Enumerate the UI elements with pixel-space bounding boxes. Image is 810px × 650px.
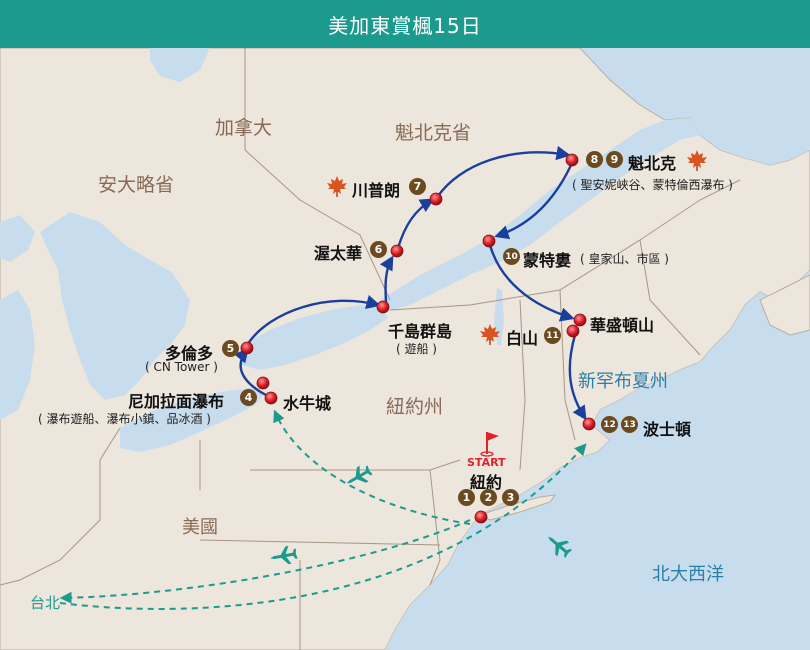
map-pin-icon [582,417,596,431]
day-badge-9: 9 [606,151,623,168]
label-atlantic: 北大西洋 [652,564,724,585]
day-badge-6: 6 [370,241,387,258]
label-new-york: 紐約 [470,473,503,492]
map-pin-icon [240,341,254,355]
map-pin-icon [474,510,488,524]
label-quebec-province: 魁北克省 [395,122,472,144]
start-flag-icon [480,432,499,457]
label-canada: 加拿大 [215,117,273,139]
label-new-hampshire: 新罕布夏州 [578,371,668,392]
day-badge-1: 1 [458,489,475,506]
label-ottawa: 渥太華 [314,244,363,263]
map-pin-icon [482,234,496,248]
label-start: START [467,456,506,469]
map-pin-icon [264,391,278,405]
map-pin-icon [256,376,270,390]
lake-superior [0,215,35,262]
label-boston: 波士頓 [643,420,692,439]
map-pins [240,153,596,524]
day-badge-10: 10 [503,248,520,265]
map-pin-icon [390,244,404,258]
day-badge-3: 3 [502,489,519,506]
label-usa: 美國 [182,517,218,538]
note-thousand-islands: ( 遊船 ) [396,342,437,356]
james-bay [150,48,210,82]
note-toronto: ( CN Tower ) [145,360,218,374]
note-montreal: ( 皇家山、市區 ) [580,252,669,266]
lake-champlain [494,288,504,345]
atlantic-ocean [385,270,810,650]
map-pin-icon [573,313,587,327]
lake-ontario [240,305,388,370]
label-mt-washington: 華盛頓山 [590,316,655,335]
label-montreal: 蒙特婁 [523,251,572,270]
day-badge-11: 11 [544,327,561,344]
label-mont-tremblant: 川普朗 [352,181,401,200]
label-thousand-islands: 千島群島 [388,322,453,341]
day-badge-2: 2 [480,489,497,506]
label-buffalo: 水牛城 [283,394,332,413]
nova-scotia [759,274,810,336]
label-newyork-state: 紐約州 [386,396,444,418]
page-title: 美加東賞楓15日 [328,13,482,38]
day-badge-13: 13 [621,416,638,433]
label-taipei: 台北 [30,594,61,612]
day-badge-7: 7 [409,178,426,195]
route-map [0,48,810,650]
lake-erie [120,388,265,452]
lake-michigan [0,290,35,420]
label-niagara: 尼加拉面瀑布 [128,392,225,411]
label-white-mountains: 白山 [506,329,539,348]
note-quebec-city: ( 聖安妮峽谷、蒙特倫西瀑布 ) [572,178,733,192]
flight-routes [59,409,587,610]
borders [0,48,741,650]
day-badge-5: 5 [222,340,239,357]
st-lawrence-river [380,118,700,312]
map-pin-icon [429,192,443,206]
day-badge-8: 8 [586,151,603,168]
title-bar: 美加東賞楓15日 [0,0,810,48]
map-pin-icon [566,324,580,338]
map-pin-icon [376,300,390,314]
lake-huron [40,212,190,400]
day-badge-12: 12 [601,416,618,433]
road-route [234,145,587,421]
label-toronto: 多倫多 [165,344,214,363]
map-pin-icon [565,153,579,167]
day-badge-4: 4 [240,389,257,406]
label-ontario: 安大略省 [98,174,175,196]
gulf-water [690,92,810,165]
label-quebec-city: 魁北克 [628,154,677,173]
note-niagara: ( 瀑布遊船、瀑布小鎮、品冰酒 ) [38,412,211,426]
